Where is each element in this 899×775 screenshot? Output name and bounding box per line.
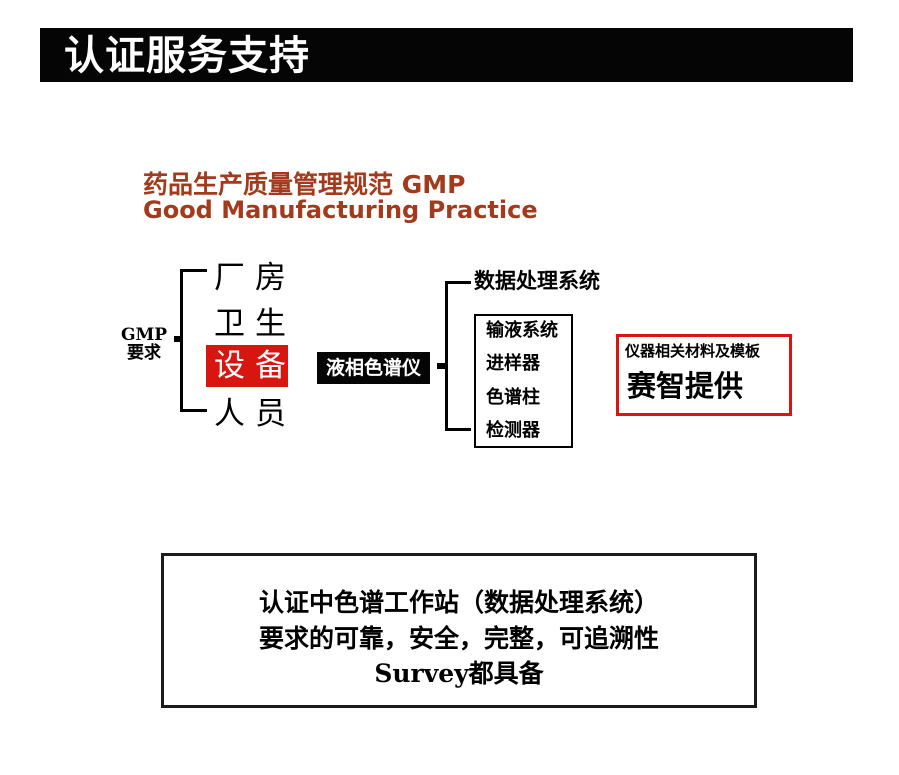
page-title: 认证服务支持 (64, 33, 310, 79)
component-injector: 进样器 (486, 353, 540, 374)
gmp-req-line1: GMP (120, 325, 168, 345)
components-box (474, 314, 573, 448)
gmp-req-line2: 要求 (127, 343, 161, 363)
right-bracket-bottom (445, 428, 471, 431)
provider-small-text: 仪器相关材料及模板 (625, 342, 761, 360)
bracket-connector (174, 336, 181, 342)
provider-big-text: 赛智提供 (627, 369, 744, 403)
summary-line-2: 要求的可靠，安全，完整，可追溯性 (258, 624, 659, 653)
item-personnel: 人员 (214, 396, 296, 432)
component-detector: 检测器 (486, 420, 540, 441)
component-column: 色谱柱 (486, 387, 540, 408)
right-bracket-vertical (445, 281, 448, 431)
lc-label-box: 液相色谱仪 (317, 352, 430, 384)
provider-box (616, 334, 792, 416)
item-hygiene: 卫生 (214, 306, 296, 342)
item-equipment: 设备 (214, 348, 296, 384)
right-bracket-top (445, 281, 471, 284)
summary-line-3: Survey都具备 (374, 659, 544, 688)
item-facility: 厂房 (214, 260, 296, 296)
left-bracket-top (180, 269, 207, 272)
data-system-label: 数据处理系统 (474, 268, 600, 293)
gmp-title-cn: 药品生产质量管理规范 GMP (143, 170, 466, 199)
left-bracket-bottom (180, 409, 207, 412)
gmp-requirement-label: GMP 要求 (113, 326, 175, 362)
component-pump: 输液系统 (486, 320, 558, 341)
summary-box (161, 553, 757, 708)
header-bar (40, 28, 853, 82)
gmp-title-en: Good Manufacturing Practice (143, 196, 538, 224)
equipment-highlight (206, 345, 288, 387)
left-bracket-vertical (180, 269, 183, 412)
summary-line-1: 认证中色谱工作站（数据处理系统） (258, 588, 659, 617)
lc-connector (437, 363, 445, 369)
